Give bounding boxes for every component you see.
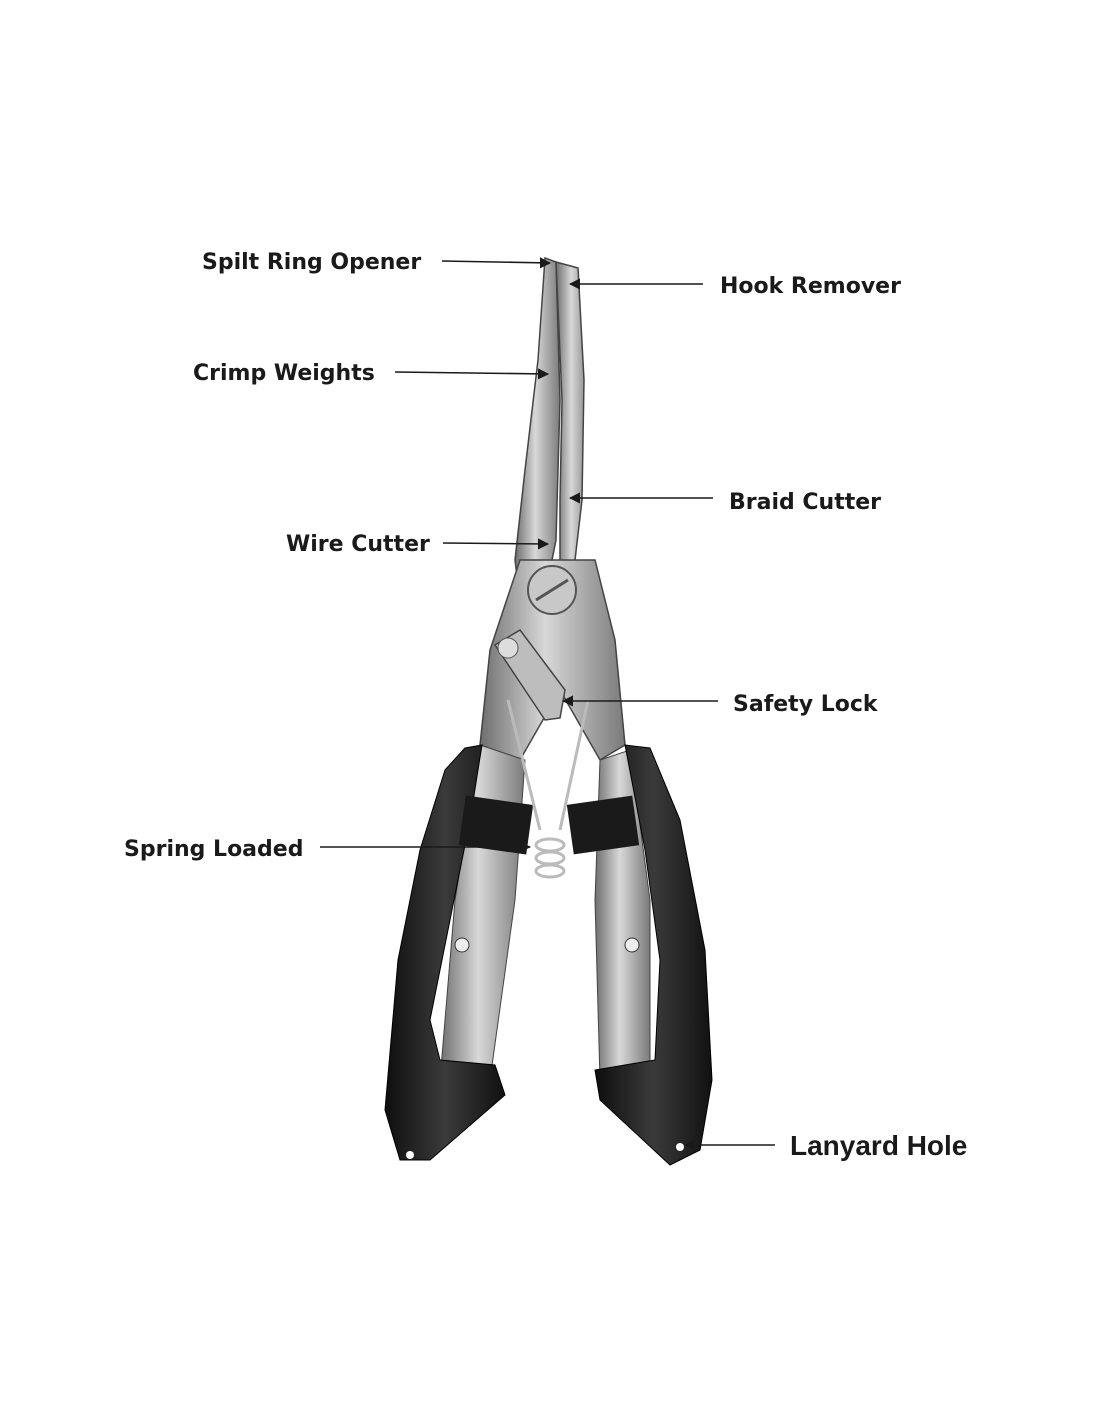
jaw-left <box>514 256 561 602</box>
spring <box>506 699 590 879</box>
grip-left <box>384 744 506 1161</box>
label-hook-remover: Hook Remover <box>720 274 901 299</box>
handle-hole-left <box>454 937 470 953</box>
pliers-body <box>479 559 626 762</box>
leader-split-ring-opener <box>441 257 552 269</box>
label-split-ring-opener: Spilt Ring Opener <box>202 250 421 275</box>
leader-wire-cutter <box>442 538 550 550</box>
pliers-illustration <box>384 256 713 1166</box>
label-wire-cutter: Wire Cutter <box>286 532 430 557</box>
handle-hole-right <box>624 937 640 953</box>
label-safety-lock: Safety Lock <box>733 692 879 717</box>
label-crimp-weights: Crimp Weights <box>193 361 375 386</box>
label-spring-loaded: Spring Loaded <box>124 837 303 862</box>
lanyard-hole-left <box>406 1151 414 1159</box>
leader-lines <box>320 257 775 1151</box>
leader-crimp-weights <box>394 368 550 380</box>
grip-right <box>594 744 713 1166</box>
label-braid-cutter: Braid Cutter <box>729 490 881 515</box>
lanyard-hole-right <box>676 1143 684 1151</box>
label-lanyard-hole: Lanyard Hole <box>790 1130 967 1161</box>
